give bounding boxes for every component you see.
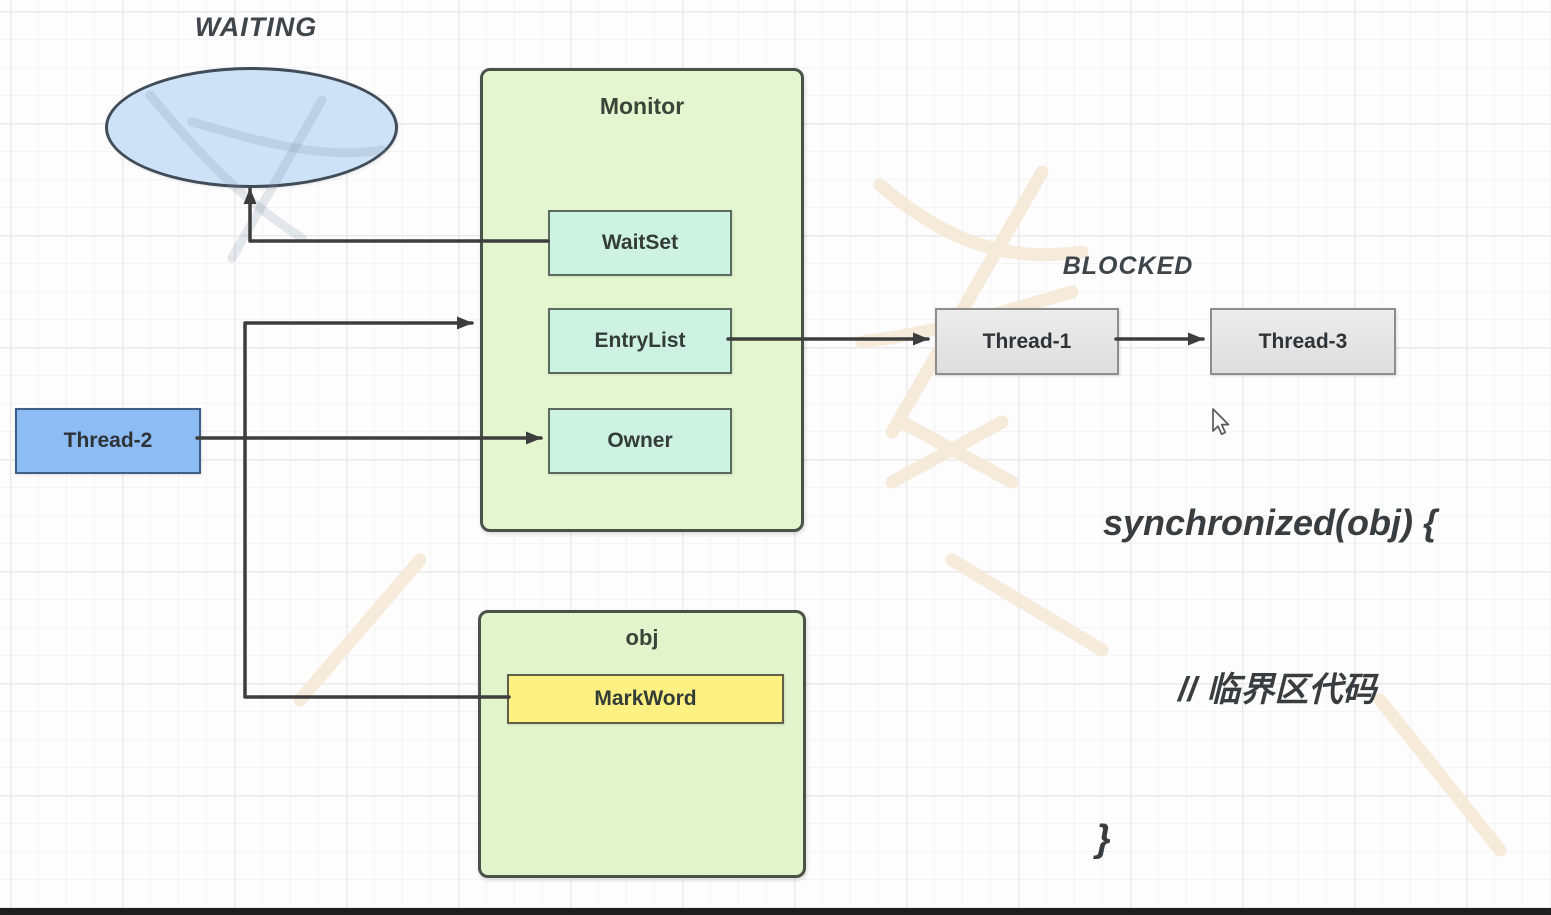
entrylist-box: EntryList [548,308,732,374]
line-branch-to-markword [243,436,511,699]
owner-box: Owner [548,408,732,474]
code-synchronized-line: synchronized(obj) { [1103,502,1438,543]
thread-2-box: Thread-2 [15,408,201,474]
thread-1-box: Thread-1 [935,308,1119,375]
obj-title: obj [625,625,659,650]
mouse-cursor-icon [1212,408,1230,436]
waitset-box: WaitSet [548,210,732,276]
code-comment-line: // 临界区代码 [1178,671,1377,709]
waiting-state-label: WAITING [194,12,318,42]
monitor-title: Monitor [599,93,685,119]
obj-box: obj [478,610,806,878]
bottom-edge-bar [0,908,1551,915]
thread-3-box: Thread-3 [1210,308,1396,375]
waiting-set-ellipse [105,67,398,188]
code-closing-brace: } [1096,818,1111,860]
arrow-branch-to-entrylist [243,316,474,440]
markword-box: MarkWord [507,674,784,724]
blocked-state-label: BLOCKED [1062,252,1194,280]
